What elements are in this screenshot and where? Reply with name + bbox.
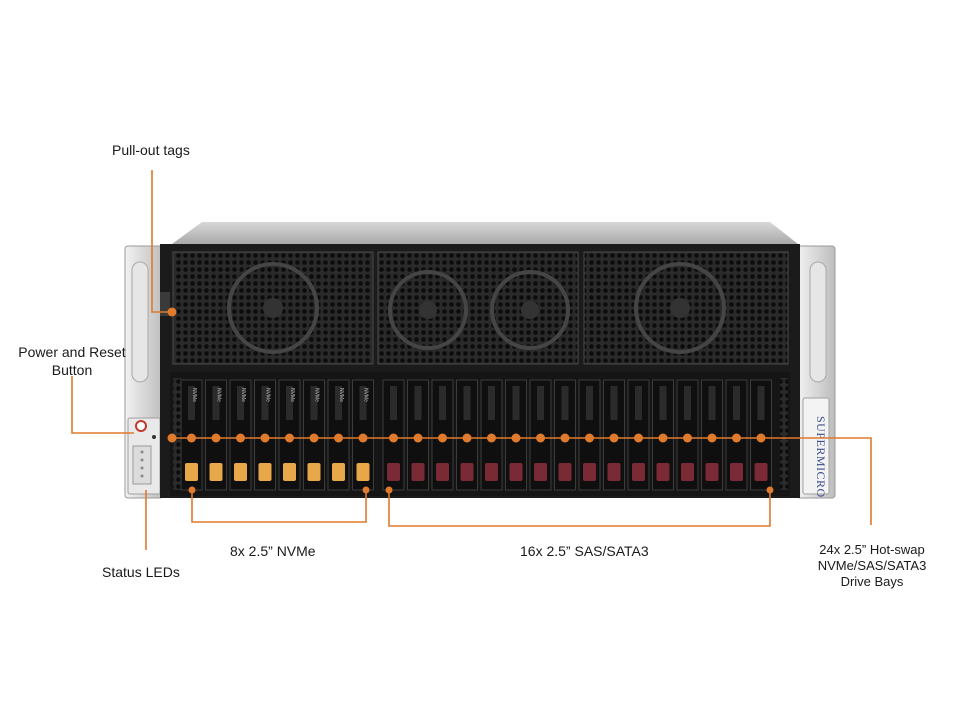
callout-dot	[236, 433, 245, 443]
callout-dot	[358, 433, 368, 443]
callout-dot	[334, 433, 343, 443]
drive-bays-label-line3: Drive Bays	[840, 574, 904, 589]
status-leds	[132, 445, 152, 485]
nvme-bay-label: NVMe	[216, 388, 222, 402]
nvme-bay-label: NVMe	[289, 388, 295, 402]
callout-dot	[260, 433, 270, 443]
nvme-group-label: 8x 2.5” NVMe	[230, 543, 316, 559]
callout-dot	[609, 433, 619, 443]
callout-dot	[462, 433, 472, 443]
callout-lines	[71, 170, 872, 550]
callout-dot	[385, 486, 393, 494]
callout-dot	[511, 433, 521, 443]
callout-dot	[438, 433, 447, 443]
callout-dot	[536, 433, 545, 443]
callout-dot	[585, 433, 594, 443]
callout-dot	[487, 433, 496, 443]
pull-out-tags-label: Pull-out tags	[112, 142, 190, 158]
callout-dot	[683, 433, 692, 443]
power-reset-label-line1: Power and Reset	[18, 344, 126, 360]
nvme-bay-label: NVMe	[265, 388, 271, 402]
callout-dot	[362, 486, 370, 494]
fan-module-left	[172, 251, 374, 365]
nvme-bay-label: NVMe	[314, 388, 320, 402]
callout-dot	[634, 433, 643, 443]
sas-group-label: 16x 2.5” SAS/SATA3	[520, 543, 649, 559]
power-reset-label: Power and Reset Button	[8, 343, 136, 379]
pull-out-tag[interactable]	[160, 292, 170, 316]
power-reset-label-line2: Button	[51, 362, 93, 378]
drive-bays-label-line2: NVMe/SAS/SATA3	[817, 558, 927, 573]
nvme-bay-label: NVMe	[363, 388, 369, 402]
fan-module-center	[377, 251, 579, 365]
nvme-bay-label: NVMe	[191, 388, 197, 402]
fan-module-right	[583, 251, 789, 365]
callout-dot	[766, 486, 774, 494]
drive-bays-label: 24x 2.5” Hot-swap NVMe/SAS/SATA3 Drive B…	[806, 542, 938, 590]
callout-dot	[285, 433, 294, 443]
callout-dot	[658, 433, 668, 443]
callout-dot	[187, 433, 196, 443]
right-rack-ear	[796, 245, 836, 499]
drive-bays-label-line1: 24x 2.5” Hot-swap	[819, 542, 925, 557]
callout-dot	[732, 433, 741, 443]
callout-dot	[707, 433, 717, 443]
callout-dot	[756, 433, 766, 443]
brand-logo: SUPERMICRO	[814, 416, 828, 498]
callout-dot	[188, 486, 196, 494]
nvme-bay-label: NVMe	[338, 388, 344, 402]
callout-dots	[187, 433, 774, 494]
status-leds-label: Status LEDs	[102, 564, 180, 580]
callout-dot	[211, 433, 221, 443]
callout-dot	[413, 433, 423, 443]
drive-bays: NVMe NVMe NVMe NVMe NVMe NVMe NVMe NVMe	[180, 379, 772, 491]
power-button[interactable]	[135, 420, 147, 432]
nvme-bay-label: NVMe	[240, 388, 246, 402]
reset-button[interactable]	[152, 435, 156, 439]
callout-dot	[560, 433, 570, 443]
callout-dot	[309, 433, 319, 443]
chassis-top-lid	[172, 222, 798, 244]
callout-dot	[389, 433, 398, 443]
